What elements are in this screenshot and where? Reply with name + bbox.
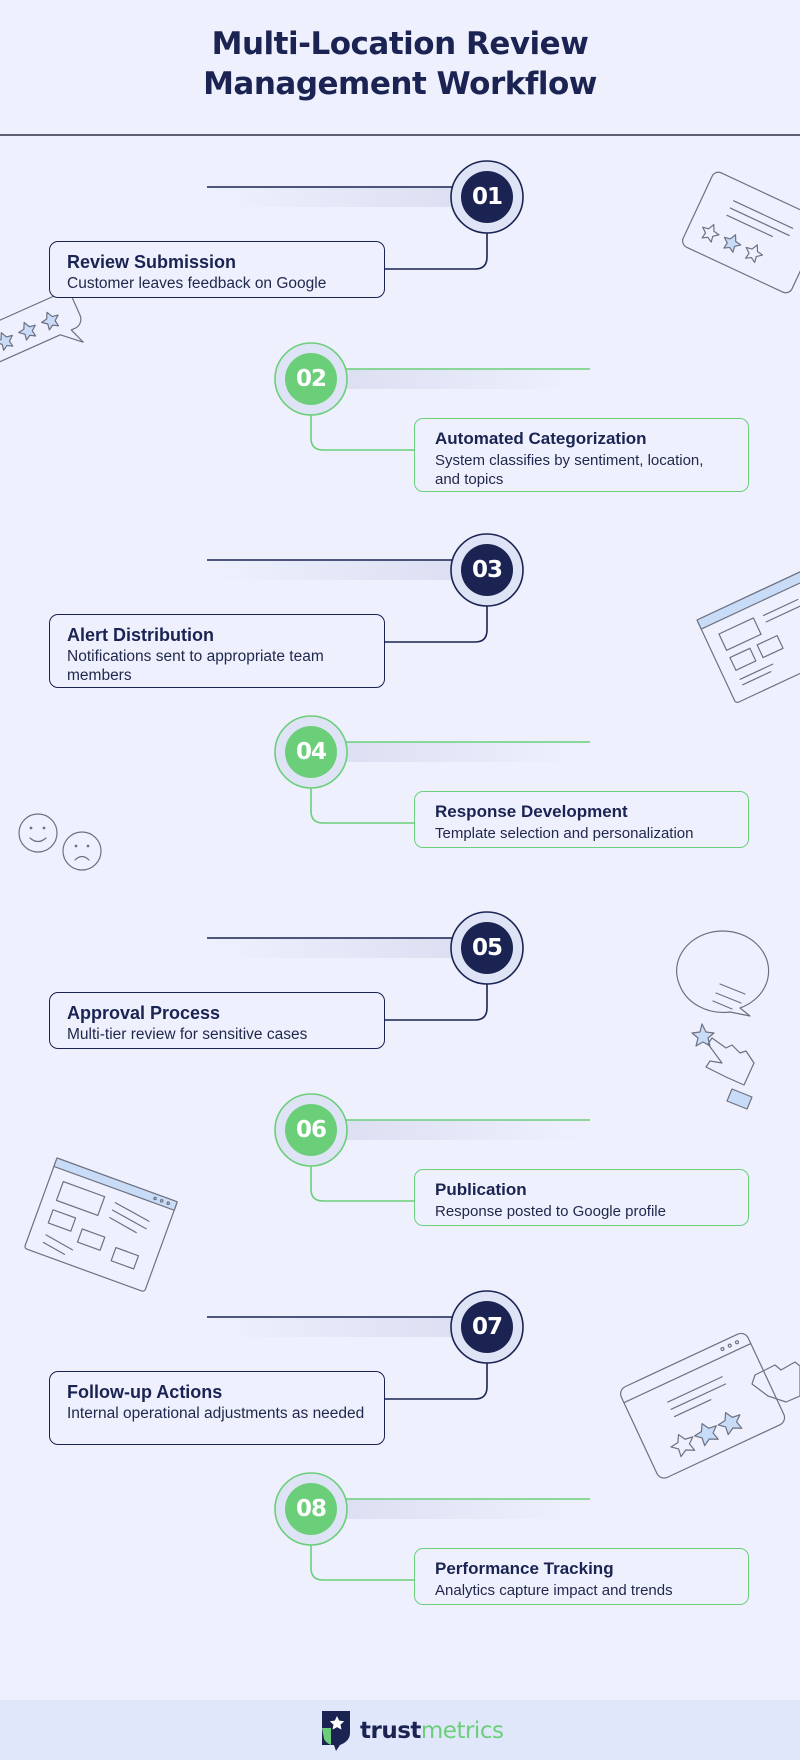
step-elbow-connector <box>310 411 414 451</box>
smiley-faces-icon <box>18 813 102 871</box>
step-circle-inner <box>461 1301 513 1353</box>
step-description: Analytics capture impact and trends <box>435 1582 673 1599</box>
browser-window-icon <box>24 1157 178 1292</box>
step-description: Template selection and personalization <box>435 825 694 842</box>
step-elbow-connector <box>385 231 488 270</box>
browser-window-icon <box>696 568 800 703</box>
step-card: Alert Distribution Notifications sent to… <box>49 614 385 688</box>
shield-star-icon <box>322 1711 350 1751</box>
title-line-1: Multi-Location Review <box>211 26 589 62</box>
step-title: Automated Categorization <box>435 429 647 448</box>
step-elbow-connector <box>310 1541 414 1581</box>
brand-name-part-1: trust <box>360 1718 421 1744</box>
step-card: Response Development Template selection … <box>414 791 749 848</box>
step-card: Publication Response posted to Google pr… <box>414 1169 749 1226</box>
step-elbow-connector <box>385 604 488 643</box>
step-connector-bar <box>207 560 487 580</box>
step-circle-inner <box>285 1104 337 1156</box>
step-elbow-connector <box>310 1162 414 1202</box>
title-line-2: Management Workflow <box>203 66 597 102</box>
step-title: Review Submission <box>67 252 237 272</box>
step-connector-bar <box>311 742 591 762</box>
step-number: 06 <box>295 1117 327 1143</box>
step-connector-bar <box>207 1317 487 1337</box>
footer <box>0 1700 800 1760</box>
browser-stars-icon <box>620 1332 786 1479</box>
step-elbow-connector <box>385 1361 488 1400</box>
step-connector-bar <box>311 1120 591 1140</box>
header-divider <box>0 134 800 136</box>
step-circle-inner <box>285 1483 337 1535</box>
brand-name-part-2: metrics <box>420 1718 504 1744</box>
step-circle-inner <box>285 726 337 778</box>
step-connector-bar <box>311 1499 591 1519</box>
step-card: Review Submission Customer leaves feedba… <box>49 241 385 298</box>
step-connector-bar <box>207 938 487 958</box>
step-description: System classifies by sentiment, location… <box>435 452 704 488</box>
step-title: Approval Process <box>67 1003 221 1023</box>
step-description: Internal operational adjustments as need… <box>67 1405 365 1422</box>
step-description: Customer leaves feedback on Google <box>67 275 327 292</box>
step-title: Performance Tracking <box>435 1559 614 1578</box>
step-description: Notifications sent to appropriate team m… <box>67 648 324 684</box>
step-number: 07 <box>471 1314 503 1340</box>
step-card: Automated Categorization System classifi… <box>414 418 749 492</box>
step-number: 03 <box>471 557 503 583</box>
step-description: Multi-tier review for sensitive cases <box>67 1026 308 1043</box>
step-circle-inner <box>461 171 513 223</box>
step-title: Follow-up Actions <box>67 1382 223 1402</box>
step-number: 08 <box>295 1496 327 1522</box>
step-circle-inner <box>461 922 513 974</box>
step-connector-bar <box>311 369 591 389</box>
step-title: Response Development <box>435 802 628 821</box>
step-circle-inner <box>461 544 513 596</box>
page-title: Multi-Location Review Management Workflo… <box>0 24 800 104</box>
step-number: 04 <box>295 739 327 765</box>
step-number: 01 <box>471 184 503 210</box>
hand-tap-star-icon <box>676 930 770 1110</box>
step-circle-inner <box>285 353 337 405</box>
step-description: Response posted to Google profile <box>435 1203 666 1220</box>
step-card: Follow-up Actions Internal operational a… <box>49 1371 385 1445</box>
step-number: 02 <box>295 366 327 392</box>
step-title: Publication <box>435 1180 527 1199</box>
step-number: 05 <box>471 935 503 961</box>
browser-stars-icon <box>682 171 800 294</box>
step-elbow-connector <box>310 784 414 824</box>
step-connector-bar <box>207 187 487 207</box>
step-card: Performance Tracking Analytics capture i… <box>414 1548 749 1605</box>
step-card: Approval Process Multi-tier review for s… <box>49 992 385 1049</box>
step-title: Alert Distribution <box>67 625 214 645</box>
hand-pointer-icon <box>751 1361 800 1403</box>
brand-logo: trustmetrics <box>318 1708 504 1752</box>
step-elbow-connector <box>385 982 488 1021</box>
brand-wordmark: trustmetrics <box>360 1718 504 1744</box>
